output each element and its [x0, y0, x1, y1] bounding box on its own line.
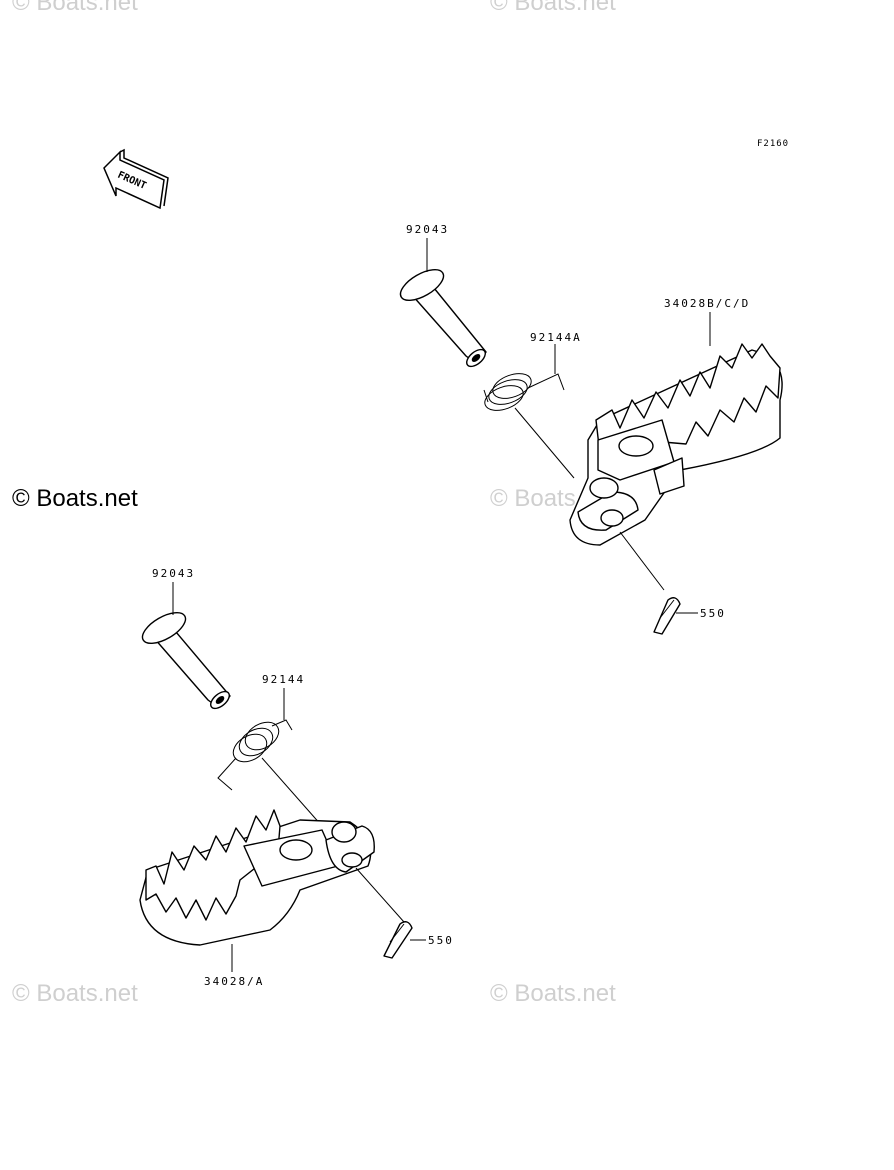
watermark-top-right: © Boats.net	[490, 0, 616, 16]
front-arrow-icon: FRONT	[103, 148, 169, 210]
footpeg-lower	[139, 809, 375, 946]
watermark-main: © Boats.net	[12, 485, 138, 512]
watermark-top-left: © Boats.net	[12, 0, 138, 16]
figure-code: F2160	[757, 139, 789, 149]
cotter-pin-lower	[383, 921, 413, 959]
pivot-pin-upper	[399, 268, 487, 368]
callout-cotter-lower: 550	[428, 934, 454, 947]
watermark-bottom-left: © Boats.net	[12, 980, 138, 1007]
callout-spring-lower: 92144	[262, 673, 305, 686]
callout-cotter-upper: 550	[700, 607, 726, 620]
footpeg-upper	[569, 343, 783, 546]
spring-lower	[217, 719, 293, 791]
callout-spring-upper: 92144A	[530, 331, 582, 344]
callout-pin-upper: 92043	[406, 223, 449, 236]
spring-upper	[483, 373, 565, 411]
callout-footpeg-upper: 34028B/C/D	[664, 297, 750, 310]
pivot-pin-lower	[141, 611, 231, 710]
watermark-bottom-right: © Boats.net	[490, 980, 616, 1007]
cotter-pin-upper	[653, 597, 681, 635]
callout-pin-lower: 92043	[152, 567, 195, 580]
callout-footpeg-lower: 34028/A	[204, 975, 264, 988]
